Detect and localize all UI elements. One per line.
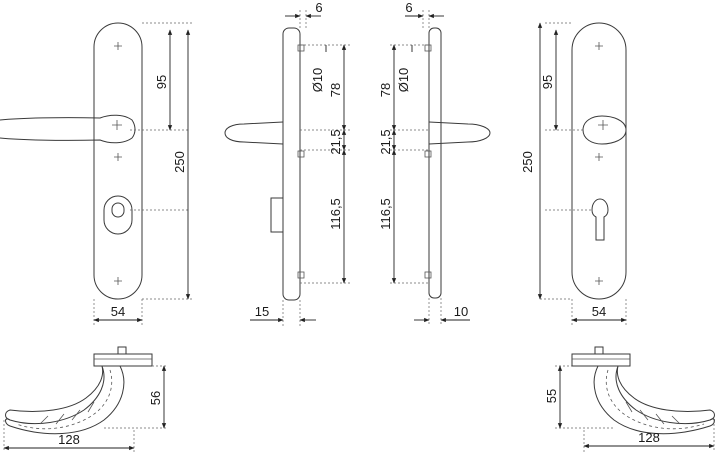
dim-bore-dia-left: Ø10: [310, 68, 325, 93]
dim-plate-height-right: 250: [520, 151, 535, 173]
dim-spacing-21-left: 21,5: [328, 129, 343, 154]
front-view-right: 95 250 54: [520, 22, 627, 325]
dim-offset-top-left: 6: [315, 0, 322, 15]
dim-spacing-116-right: 116,5: [378, 198, 393, 230]
lever-curve-right: [615, 365, 715, 425]
side-lever-left: [224, 121, 284, 145]
side-view-right: 6 Ø10 78 21,5 116,5 10: [378, 0, 491, 326]
dim-spacing-116-left: 116,5: [328, 198, 343, 230]
front-view-left: 95 250 54: [0, 22, 192, 325]
lever-top-view-left: 56 128: [3, 346, 168, 452]
dim-offset-top-right: 6: [405, 0, 412, 15]
dim-lever-length-left: 128: [58, 432, 80, 447]
backplate-outline: [93, 22, 143, 300]
side-view-left: 6 Ø10 78 21,5 116,5 15: [224, 0, 350, 326]
rose-left: [93, 353, 153, 367]
side-lever-right: [428, 121, 491, 145]
dim-plate-width-right: 54: [592, 304, 606, 319]
backplate-outline-right: [571, 22, 627, 300]
lever-top-view-right: 55 128: [544, 346, 715, 452]
dim-plate-width: 54: [111, 304, 125, 319]
dim-spacing-78-right: 78: [378, 83, 393, 97]
lever-rose-right: [582, 115, 627, 145]
dim-bore-dia-right: Ø10: [396, 68, 411, 93]
screw-markers: [114, 42, 122, 285]
profile-cylinder-hole: [591, 198, 609, 241]
rose-right: [571, 353, 631, 367]
side-plate-left: [282, 27, 301, 301]
dim-lever-length-right: 128: [638, 430, 660, 445]
dim-spacing-78-left: 78: [328, 83, 343, 97]
lever-handle: [0, 114, 136, 144]
side-plate-right: [428, 27, 442, 299]
dim-projection-left: 56: [148, 391, 163, 405]
dim-spacing-21-right: 21,5: [378, 129, 393, 154]
dim-projection-right: 55: [544, 389, 559, 403]
keyhole-escutcheon: [103, 195, 133, 235]
dim-handle-height: 95: [154, 75, 169, 89]
dim-thickness-right: 10: [454, 304, 468, 319]
dim-plate-height: 250: [172, 151, 187, 173]
dim-handle-height-right: 95: [540, 75, 555, 89]
dim-thickness-left: 15: [255, 304, 269, 319]
lever-curve-left: [5, 365, 105, 425]
